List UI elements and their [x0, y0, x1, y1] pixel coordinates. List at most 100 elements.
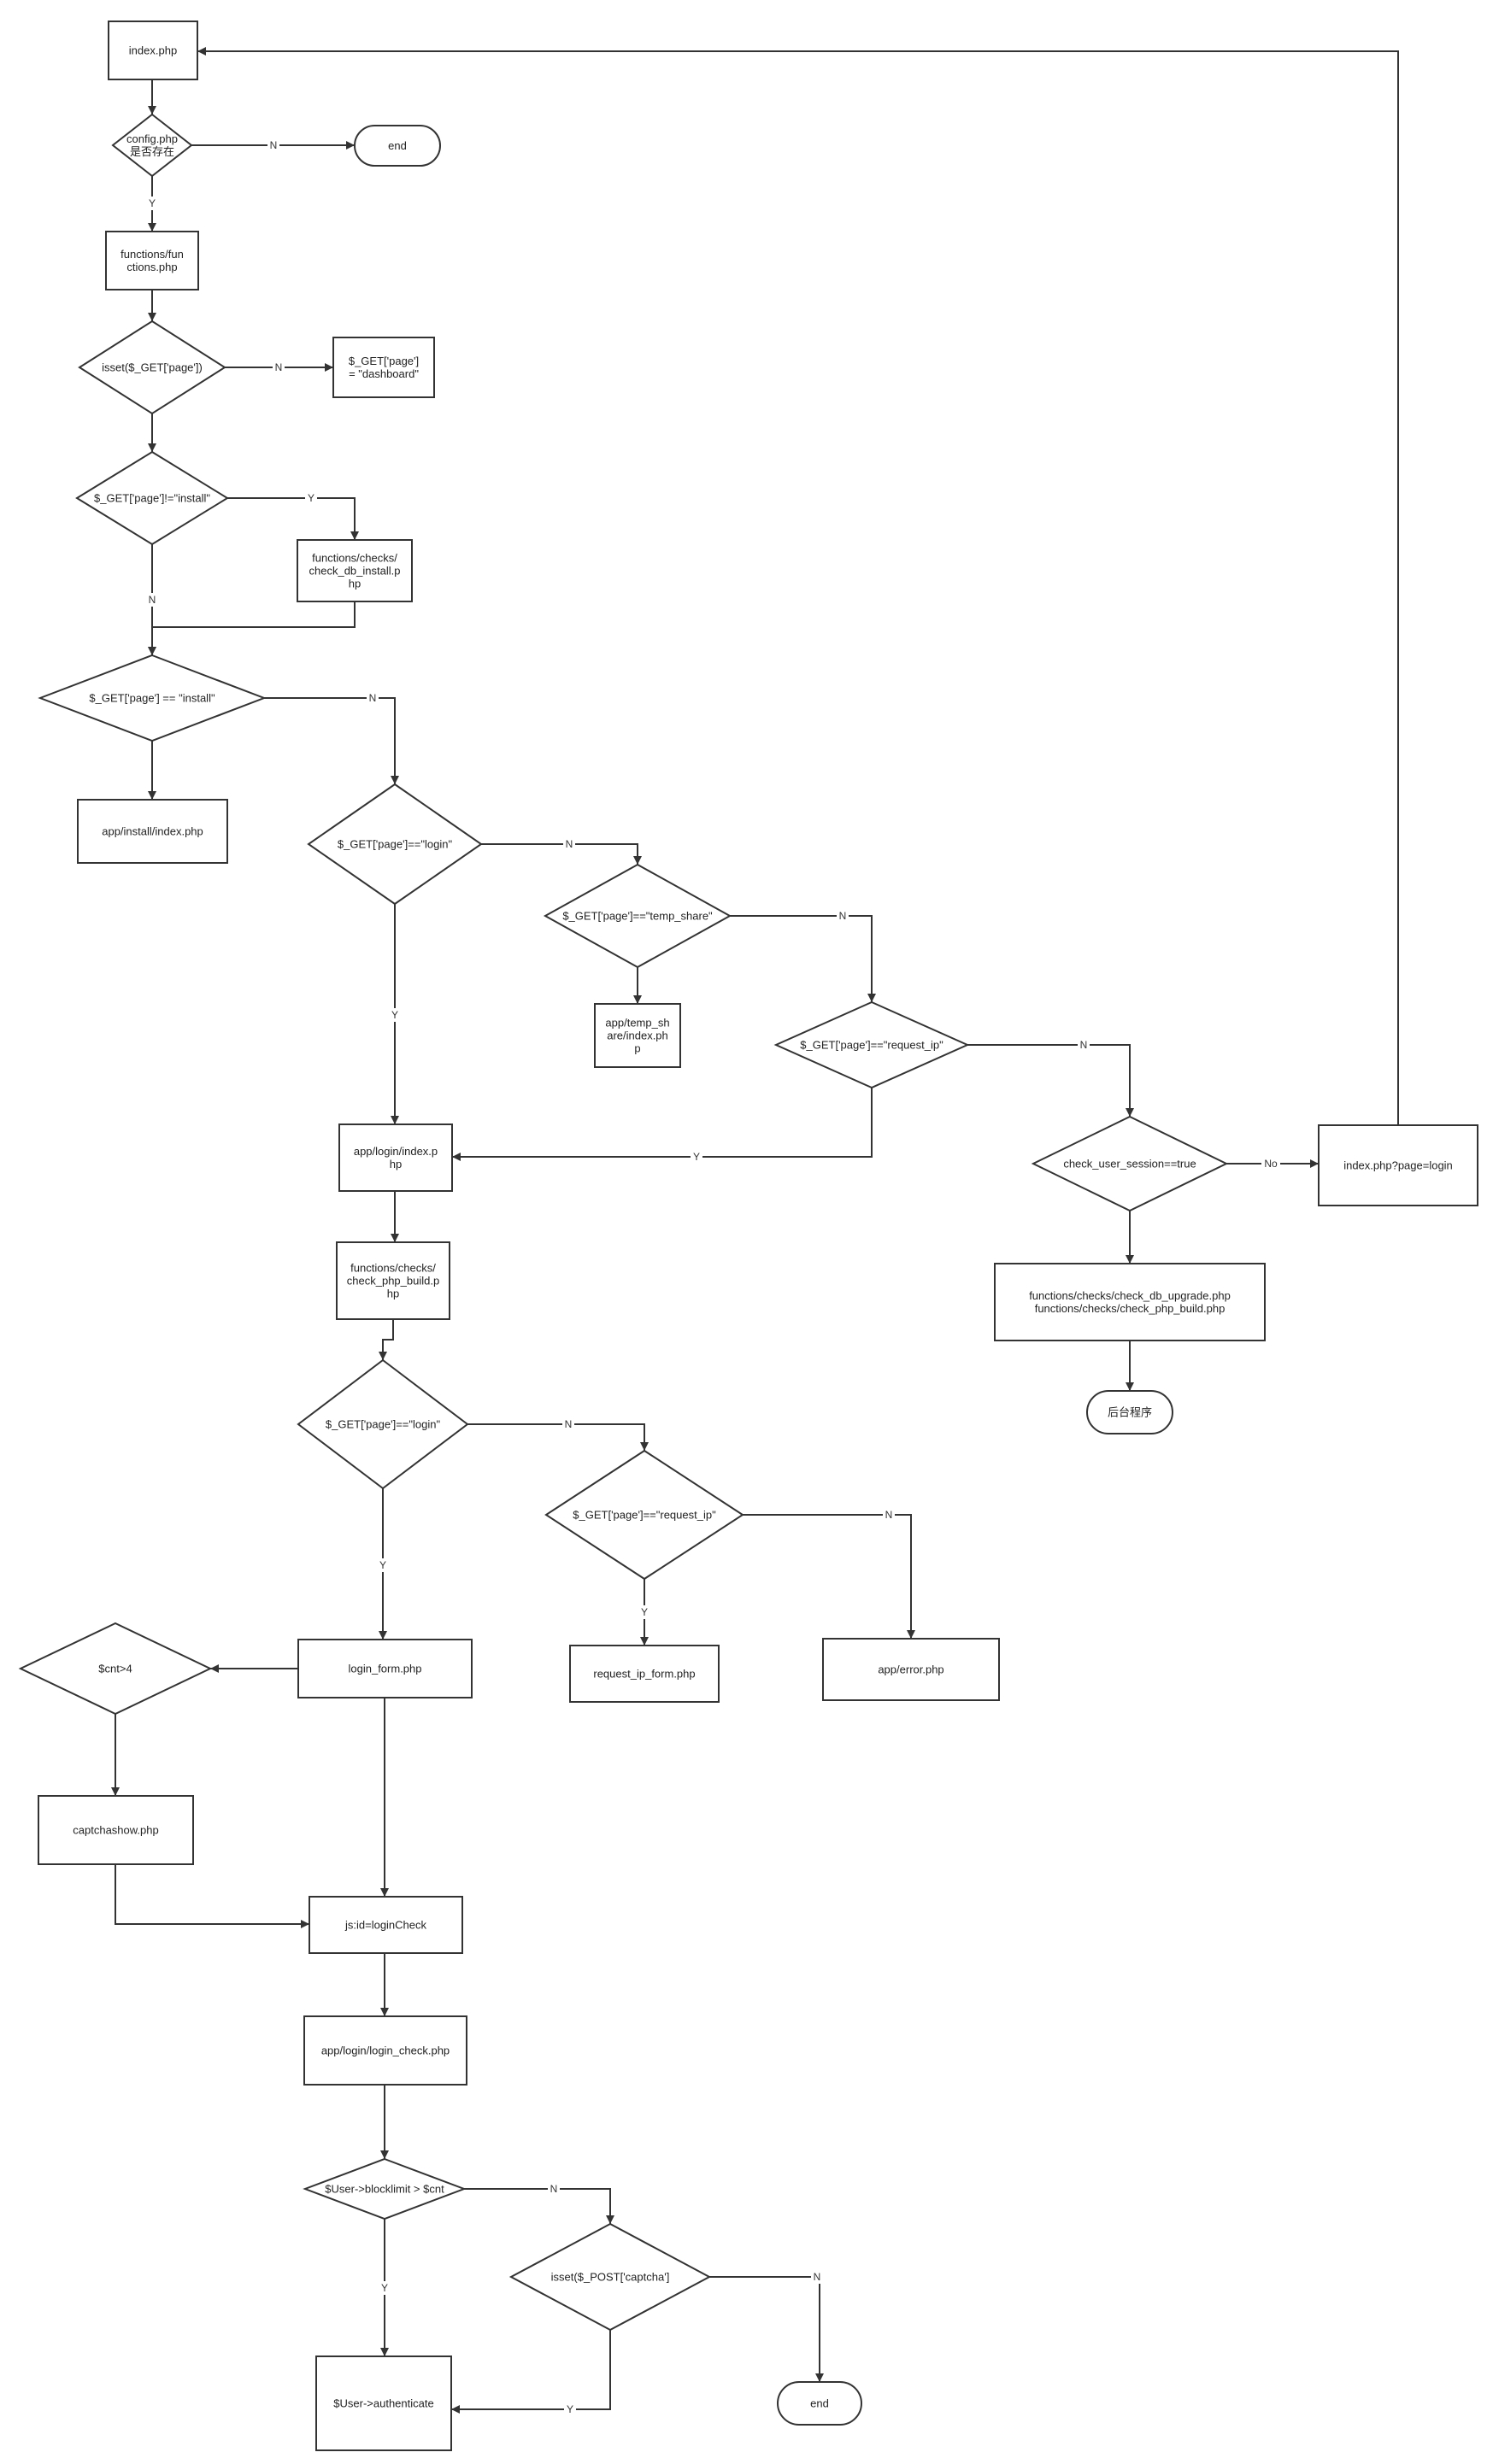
node-page-eq-login-2: $_GET['page']=="login" — [297, 1358, 469, 1490]
node-end-top: end — [354, 125, 441, 167]
edge-19 — [197, 47, 1399, 1125]
edge-label-request-ip1-N: N — [1080, 1039, 1088, 1051]
node-index-page-login: index.php?page=login — [1318, 1124, 1478, 1206]
edge-label-bg — [379, 2281, 391, 2295]
node-shape — [307, 783, 483, 906]
node-shape — [332, 337, 435, 398]
edge-7 — [227, 497, 359, 540]
node-shape — [1318, 1124, 1478, 1206]
node-shape — [105, 231, 199, 290]
edge-label-bg — [146, 593, 158, 607]
edge-label-bg — [562, 1417, 574, 1431]
edge-24 — [467, 1423, 649, 1451]
node-label: $_GET['page'] == "install" — [89, 692, 215, 705]
edge-label-config-N: N — [270, 139, 278, 151]
edge-16 — [967, 1044, 1134, 1117]
edge-label-login2-N: N — [565, 1418, 573, 1430]
node-shape — [338, 1123, 453, 1192]
node-shape — [77, 799, 228, 864]
node-label: $_GET['page']!="install" — [94, 492, 210, 505]
node-label: check_user_session==true — [1063, 1158, 1196, 1170]
node-shape — [336, 1241, 450, 1320]
node-shape — [822, 1638, 1000, 1701]
node-shape — [1031, 1115, 1229, 1212]
node-label: isset($_POST['captcha'] — [551, 2271, 670, 2284]
node-label: end — [810, 2397, 829, 2410]
node-set-dashboard: $_GET['page']= "dashboard" — [332, 337, 435, 398]
edge-label-bg — [1261, 1157, 1280, 1170]
node-label: $_GET['page']=="request_ip" — [800, 1039, 943, 1052]
node-shape — [354, 125, 441, 167]
node-shape — [994, 1263, 1266, 1341]
edge-label-bg — [1078, 1038, 1090, 1052]
node-js-login-check: js:id=loginCheck — [309, 1896, 463, 1954]
edge-label-bg — [691, 1150, 702, 1164]
node-end-bottom: end — [777, 2381, 862, 2426]
node-label: captchashow.php — [73, 1824, 158, 1837]
edge-label-request-ip1-Y: Y — [693, 1151, 700, 1163]
edge-label-bg — [548, 2182, 560, 2196]
node-label: $_GET['page']=="request_ip" — [573, 1509, 716, 1522]
edge-27 — [743, 1514, 915, 1639]
node-page-eq-install: $_GET['page'] == "install" — [38, 654, 267, 742]
node-shape — [315, 2355, 452, 2451]
edge-label-bg — [883, 1508, 895, 1522]
edge-label-blocklimit-N: N — [550, 2183, 558, 2195]
edge-9 — [148, 601, 356, 655]
edge-label-bg — [367, 691, 379, 705]
node-shape — [75, 450, 229, 546]
node-label: app/error.php — [878, 1663, 943, 1676]
node-authenticate: $User->authenticate — [315, 2355, 452, 2451]
node-shape — [108, 21, 198, 80]
node-shape — [508, 2222, 712, 2332]
node-shape — [297, 1639, 473, 1698]
edge-11 — [264, 697, 399, 784]
node-page-not-install: $_GET['page']!="install" — [75, 450, 229, 546]
edge-label-bg — [638, 1605, 650, 1619]
node-blocklimit: $User->blocklimit > $cnt — [303, 2157, 467, 2221]
node-shape — [543, 863, 732, 969]
node-label: app/login/login_check.php — [321, 2045, 450, 2057]
node-label: $_GET['page']= "dashboard" — [349, 355, 419, 380]
edge-37 — [451, 2330, 611, 2414]
node-request-ip-form: request_ip_form.php — [569, 1645, 720, 1703]
node-label: app/install/index.php — [102, 825, 203, 838]
edge-label-captcha-Y: Y — [567, 2403, 573, 2415]
node-shape — [78, 320, 226, 415]
edge-12 — [481, 843, 642, 865]
node-label: index.php?page=login — [1343, 1159, 1453, 1172]
node-page-eq-login-1: $_GET['page']=="login" — [307, 783, 483, 906]
node-shape — [297, 539, 413, 602]
node-label: $User->authenticate — [333, 2397, 433, 2410]
node-label: index.php — [129, 44, 177, 57]
edge-label-isset-page-N: N — [275, 361, 283, 373]
edge-label-bg — [273, 361, 285, 374]
node-label: 后台程序 — [1108, 1406, 1152, 1419]
edge-label-bg — [811, 2270, 823, 2284]
node-isset-page: isset($_GET['page']) — [78, 320, 226, 415]
node-shape — [773, 1000, 970, 1089]
node-isset-captcha: isset($_POST['captcha'] — [508, 2222, 712, 2332]
node-page-eq-request-ip-2: $_GET['page']=="request_ip" — [544, 1449, 744, 1581]
node-shape — [309, 1896, 463, 1954]
edge-36 — [709, 2276, 824, 2382]
node-shape — [1086, 1390, 1173, 1434]
edge-label-bg — [563, 837, 575, 851]
node-shape — [569, 1645, 720, 1703]
node-shape — [777, 2381, 862, 2426]
node-shape — [297, 1358, 469, 1490]
node-label: $_GET['page']=="login" — [326, 1418, 441, 1431]
edge-label-eq-install-N: N — [369, 692, 377, 704]
edge-label-request-ip2-Y: Y — [641, 1606, 648, 1618]
node-shape — [18, 1622, 213, 1716]
node-shape — [594, 1003, 681, 1068]
edge-label-config-Y: Y — [149, 197, 156, 209]
